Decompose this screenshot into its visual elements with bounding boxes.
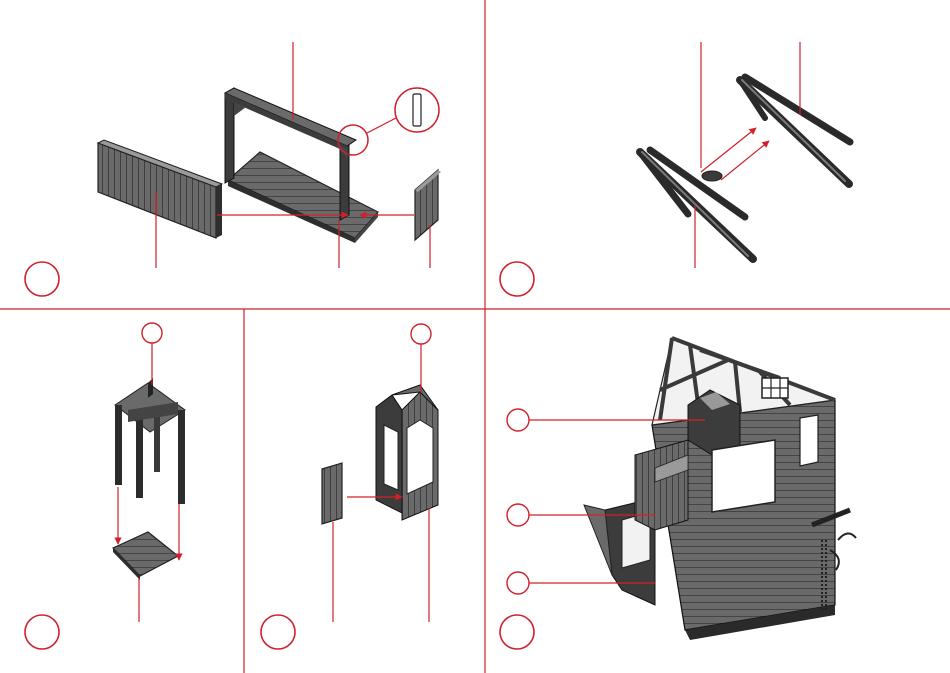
detail-connector [367, 118, 396, 133]
assembled-building [584, 338, 856, 640]
booth-door [322, 463, 342, 524]
step-marker-c [25, 615, 59, 649]
step-marker-d [261, 615, 295, 649]
right-plank-wall [415, 170, 441, 240]
panel-step-d [261, 324, 438, 649]
left-plank-wall [98, 140, 222, 238]
tower-legs [115, 378, 185, 504]
panel-step-e [500, 338, 856, 649]
leg-frame-right [740, 77, 850, 184]
leg-frame-left [640, 150, 753, 259]
tower-floor [113, 532, 178, 580]
panel-step-b [500, 42, 850, 296]
platform-floor [228, 152, 378, 243]
panel-step-a [25, 42, 441, 296]
leader-lines-a [156, 42, 430, 268]
step-marker-e [500, 615, 534, 649]
booth-frame [376, 385, 438, 520]
step-marker-a [25, 262, 59, 296]
panel-step-c [25, 323, 185, 649]
step-marker-b [500, 262, 534, 296]
detail-peg-icon [413, 94, 421, 126]
detail-callout [338, 88, 439, 155]
